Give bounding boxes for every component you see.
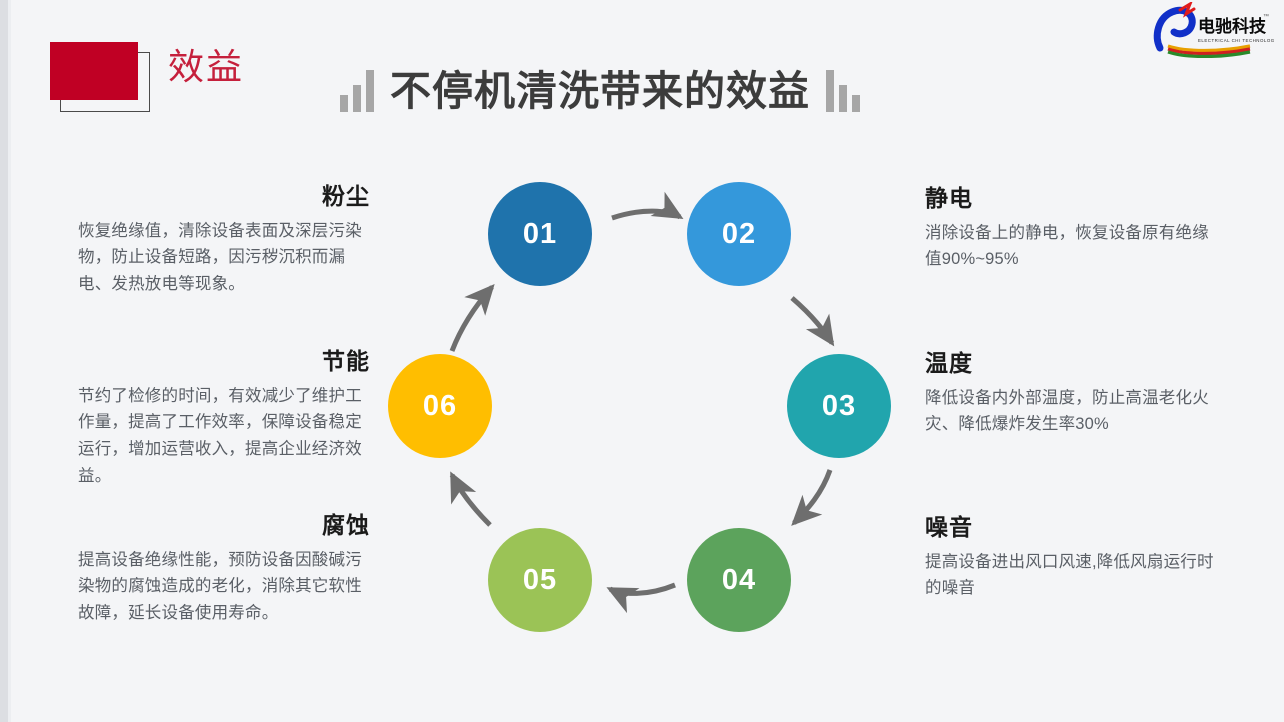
benefit-body-static: 消除设备上的静电，恢复设备原有绝缘值90%~95% <box>925 223 1209 269</box>
benefit-block-static: 静电 消除设备上的静电，恢复设备原有绝缘值90%~95% <box>925 185 1225 273</box>
cycle-node-05[interactable]: 05 <box>488 528 592 632</box>
cycle-node-06[interactable]: 06 <box>388 354 492 458</box>
cycle-node-04[interactable]: 04 <box>687 528 791 632</box>
svg-text:™: ™ <box>1263 13 1269 20</box>
benefit-heading-corrosion: 腐蚀 <box>322 512 370 538</box>
benefit-body-temperature: 降低设备内外部温度，防止高温老化火灾、降低爆炸发生率30% <box>925 388 1209 434</box>
svg-text:电驰科技: 电驰科技 <box>1198 16 1267 36</box>
benefit-body-dust: 恢复绝缘值，清除设备表面及深层污染物，防止设备短路，因污秽沉积而漏电、发热放电等… <box>78 221 362 294</box>
arrow-03-to-04 <box>791 469 833 526</box>
benefit-block-energy: 节能 节约了检修的时间，有效减少了维护工作量，提高了工作效率，保障设备稳定运行，… <box>78 348 378 489</box>
arrow-02-to-03 <box>790 296 835 347</box>
arrow-01-to-02 <box>611 191 684 221</box>
left-edge-strip <box>0 0 8 722</box>
benefit-block-dust: 粉尘 恢复绝缘值，清除设备表面及深层污染物，防止设备短路，因污秽沉积而漏电、发热… <box>78 183 378 298</box>
benefit-heading-noise: 噪音 <box>925 514 973 540</box>
bar-chart-descending-icon <box>826 70 860 112</box>
title-row: 不停机清洗带来的效益 <box>340 70 860 112</box>
arrow-05-to-06 <box>449 471 492 527</box>
page-title: 不停机清洗带来的效益 <box>390 67 810 114</box>
benefit-heading-static: 静电 <box>925 185 973 211</box>
arrow-04-to-05 <box>606 582 676 614</box>
badge-filled-square <box>50 42 138 100</box>
benefit-heading-temperature: 温度 <box>925 350 973 376</box>
section-badge <box>50 42 160 114</box>
benefit-body-noise: 提高设备进出风口风速,降低风扇运行时的噪音 <box>925 552 1214 598</box>
cycle-arrows <box>449 191 835 614</box>
bar-chart-ascending-icon <box>340 70 374 112</box>
cycle-node-03[interactable]: 03 <box>787 354 891 458</box>
left-edge-strip-inner <box>8 0 11 722</box>
cycle-diagram: 01 02 03 04 05 06 <box>380 165 900 675</box>
benefit-body-corrosion: 提高设备绝缘性能，预防设备因酸碱污染物的腐蚀造成的老化，消除其它软性故障，延长设… <box>78 550 362 623</box>
arrow-06-to-01 <box>449 284 495 352</box>
benefit-block-noise: 噪音 提高设备进出风口风速,降低风扇运行时的噪音 <box>925 514 1225 602</box>
benefit-body-energy: 节约了检修的时间，有效减少了维护工作量，提高了工作效率，保障设备稳定运行，增加运… <box>78 386 362 485</box>
cycle-node-01[interactable]: 01 <box>488 182 592 286</box>
svg-text:ELECTRICAL CHI TECHNOLOGY: ELECTRICAL CHI TECHNOLOGY <box>1198 38 1274 43</box>
cycle-node-02[interactable]: 02 <box>687 182 791 286</box>
benefit-heading-energy: 节能 <box>322 348 370 374</box>
benefit-block-corrosion: 腐蚀 提高设备绝缘性能，预防设备因酸碱污染物的腐蚀造成的老化，消除其它软性故障，… <box>78 512 378 627</box>
company-logo: 电驰科技 ELECTRICAL CHI TECHNOLOGY ™ <box>1150 0 1278 59</box>
section-badge-label: 效益 <box>168 46 245 87</box>
benefit-block-temperature: 温度 降低设备内外部温度，防止高温老化火灾、降低爆炸发生率30% <box>925 350 1225 438</box>
benefit-heading-dust: 粉尘 <box>322 183 370 209</box>
